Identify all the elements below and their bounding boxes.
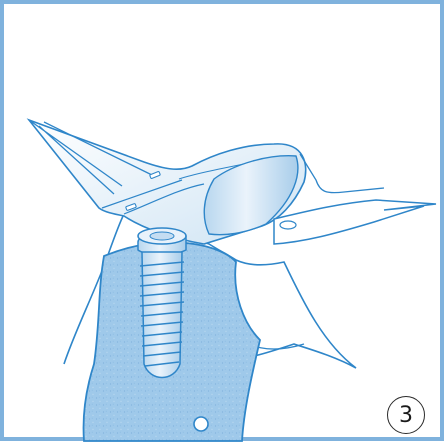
mucosal-flap-right bbox=[274, 200, 436, 244]
implant-illustration bbox=[4, 4, 444, 445]
figure-number-badge: 3 bbox=[387, 396, 425, 434]
dental-implant bbox=[138, 228, 186, 378]
